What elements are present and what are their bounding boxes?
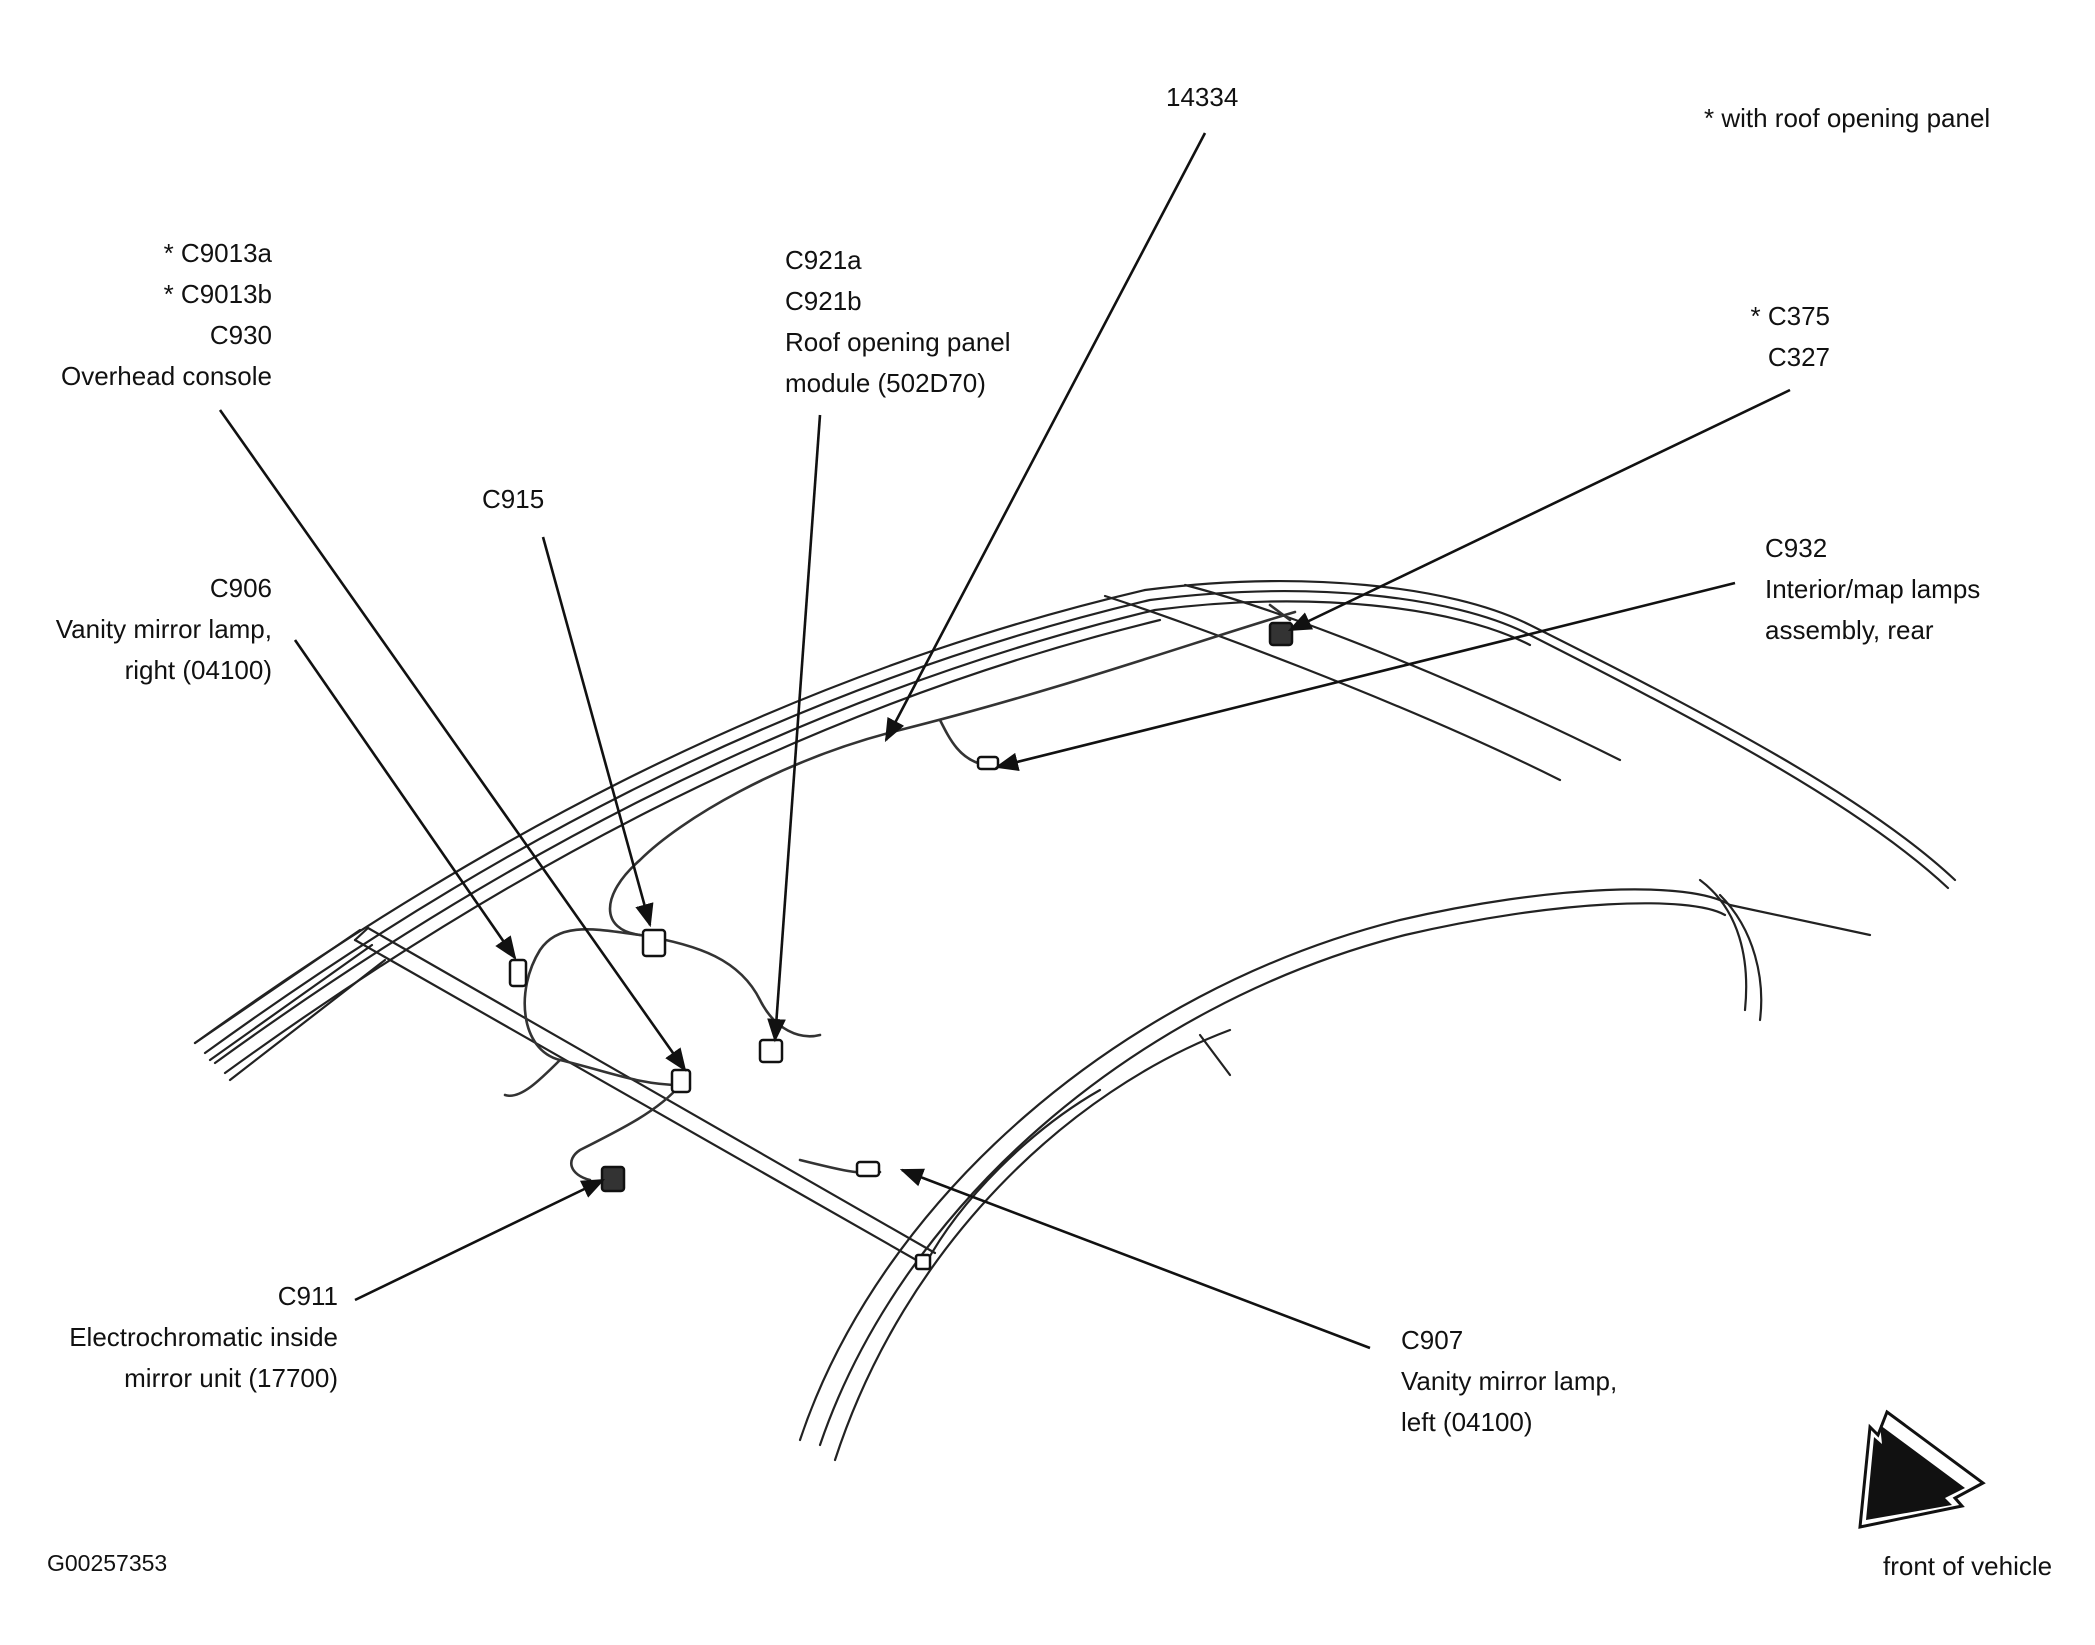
callout-text: C921b: [785, 286, 862, 316]
callout-text: Vanity mirror lamp,: [1401, 1366, 1618, 1396]
callout-c921: C921a C921b Roof opening panel module (5…: [785, 240, 1011, 404]
leader-c327: [1287, 388, 1791, 632]
front-of-vehicle-label: front of vehicle: [1883, 1546, 2052, 1587]
roof-outline: [193, 580, 1957, 1462]
callout-text: assembly, rear: [1765, 615, 1934, 645]
callout-text: C915: [482, 484, 545, 514]
callout-text: module (502D70): [785, 368, 986, 398]
front-label-text: front of vehicle: [1883, 1551, 2053, 1581]
callout-text: Roof opening panel: [785, 327, 1011, 357]
figure-id-text: G00257353: [47, 1550, 168, 1576]
callout-text: right (04100): [124, 655, 272, 685]
callout-14334: 14334: [1166, 77, 1238, 118]
leader-c915: [541, 536, 654, 928]
callout-text: C907: [1401, 1325, 1464, 1355]
callout-text: * C375: [1750, 301, 1831, 331]
leader-c906: [293, 639, 517, 960]
leader-c907: [899, 1168, 1371, 1350]
callout-c911: C911 Electrochromatic inside mirror unit…: [20, 1276, 338, 1399]
callout-text: C906: [209, 573, 272, 603]
callout-text: Vanity mirror lamp,: [55, 614, 272, 644]
callout-text: * C9013a: [163, 238, 272, 268]
leader-c921: [767, 414, 822, 1043]
callout-text: left (04100): [1401, 1407, 1533, 1437]
front-arrow-icon: [1858, 1409, 1986, 1529]
callout-text: Overhead console: [60, 361, 272, 391]
wiring-harness: [503, 603, 1297, 1182]
leader-lines: [218, 132, 1791, 1350]
connectors: [508, 621, 1294, 1271]
callout-text: C911: [277, 1281, 338, 1311]
callout-text: mirror unit (17700): [124, 1363, 338, 1393]
leader-c930: [218, 409, 687, 1072]
callout-c906: C906 Vanity mirror lamp, right (04100): [20, 568, 272, 691]
callout-text: C327: [1767, 342, 1830, 372]
callout-text: C930: [209, 320, 272, 350]
figure-id: G00257353: [47, 1543, 167, 1584]
callout-text: Interior/map lamps: [1765, 574, 1981, 604]
callout-c915: C915: [482, 479, 544, 520]
callout-text: C932: [1765, 533, 1828, 563]
leader-c911: [354, 1178, 606, 1302]
leader-14334: [884, 132, 1207, 743]
note-text: * with roof opening panel: [1704, 103, 1991, 133]
leader-c932: [994, 581, 1736, 771]
callout-text: * C9013b: [163, 279, 272, 309]
callout-text: C921a: [785, 245, 862, 275]
callout-c9013: * C9013a * C9013b C930 Overhead console: [38, 233, 272, 397]
callout-text: 14334: [1166, 82, 1239, 112]
callout-c375: * C375 C327: [1700, 296, 1831, 378]
callout-c932: C932 Interior/map lamps assembly, rear: [1765, 528, 1980, 651]
callout-text: Electrochromatic inside: [69, 1322, 338, 1352]
roof-panel-note: * with roof opening panel: [1704, 98, 1990, 139]
callout-c907: C907 Vanity mirror lamp, left (04100): [1401, 1320, 1617, 1443]
